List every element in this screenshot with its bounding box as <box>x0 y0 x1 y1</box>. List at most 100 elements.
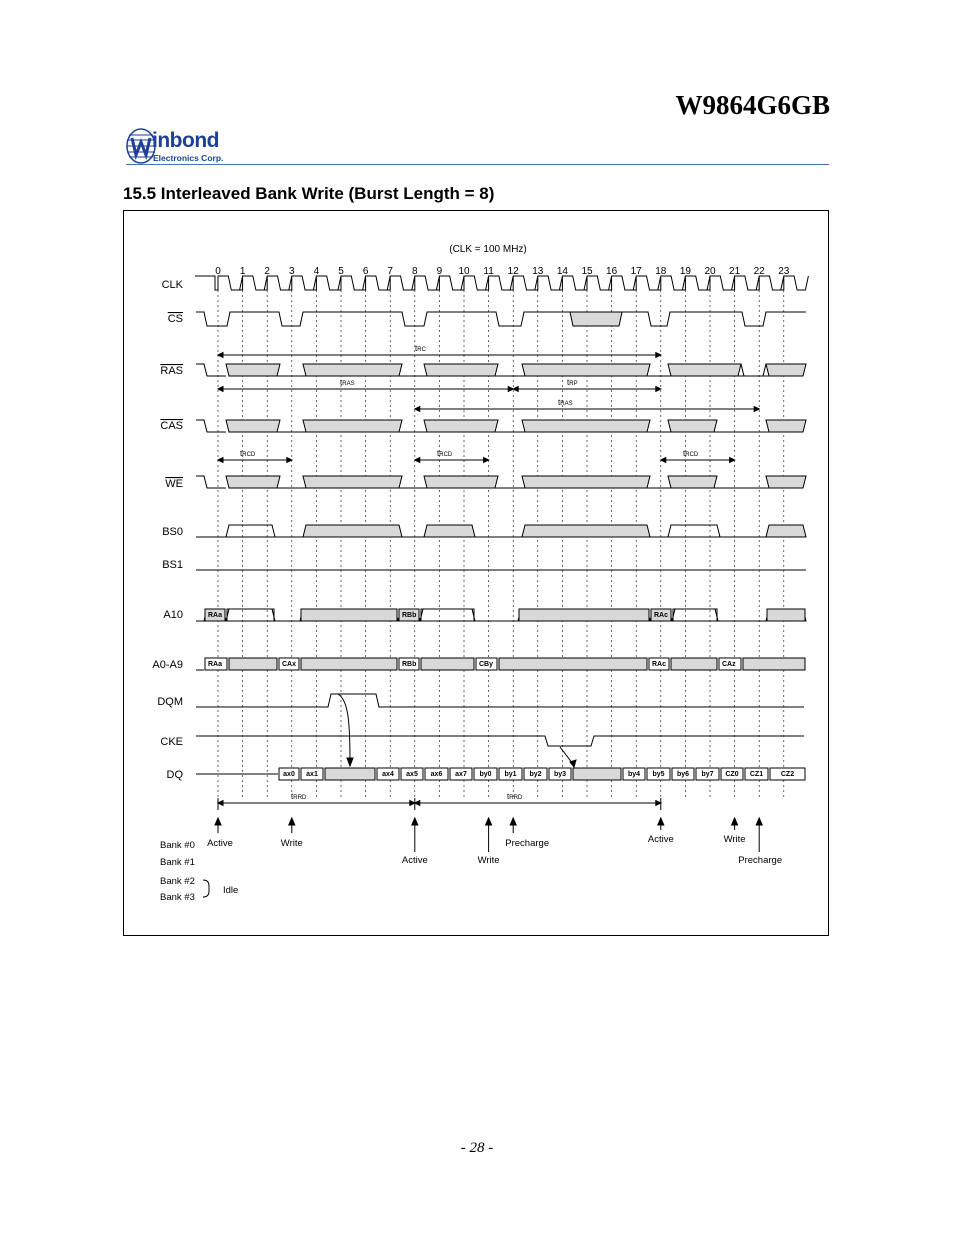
a10-box <box>766 608 806 622</box>
trrd-arrow-2-head-right <box>655 799 662 807</box>
a10-box <box>204 608 226 622</box>
cas-segment <box>667 419 718 433</box>
dq-slot <box>720 767 744 781</box>
a10-box <box>300 608 398 622</box>
clk-waveform <box>195 275 809 291</box>
trcd-arrow-3-label: tRCD <box>683 449 699 458</box>
dq-label-by1: by1 <box>504 771 516 778</box>
precharge-2-arrow-head <box>755 816 763 826</box>
trrd-arrow-2-head-left <box>413 799 421 807</box>
a10-segment <box>419 608 476 622</box>
signal-label-a10: A10 <box>163 609 183 621</box>
cke-arrow-head <box>569 759 577 769</box>
trp-arrow-head-left <box>512 385 519 393</box>
cycle-number-10: 10 <box>458 266 470 277</box>
command-write-1: Write <box>281 838 303 849</box>
ras-segment <box>423 363 499 377</box>
dq-label-CZ0: CZ0 <box>725 771 738 778</box>
command-precharge-2: Precharge <box>738 855 782 866</box>
cke-suspend-arrow <box>559 746 574 765</box>
logo-subtitle: Electronics Corp. <box>153 153 224 163</box>
active-3-arrow-head <box>657 816 665 826</box>
tras-arrow-b-label: tRAS <box>558 398 573 407</box>
bank-2-label: Bank #2 <box>160 876 195 887</box>
cas-segment <box>521 419 651 433</box>
a10-box <box>226 608 275 622</box>
precharge-1-arrow-head <box>509 816 517 826</box>
tras-arrow-b-head-right <box>753 405 761 413</box>
dq-label-by2: by2 <box>529 771 541 778</box>
addr-box <box>742 657 806 671</box>
dqm-mask-arrow <box>337 693 351 763</box>
cycle-number-16: 16 <box>606 266 618 277</box>
signal-label-a0a9: A0-A9 <box>152 659 183 671</box>
trrd-arrow-1-head-right <box>409 799 416 807</box>
addr-label-CBy: CBy <box>479 661 493 668</box>
ras-waveform <box>196 363 226 377</box>
dqm-arrow-head <box>346 757 354 768</box>
dq-label-by0: by0 <box>479 771 491 778</box>
write-1-arrow-head <box>288 816 296 826</box>
tras-arrow-a-head-right <box>507 385 515 393</box>
cas-segment <box>423 419 499 433</box>
dq-label-by7: by7 <box>701 771 713 778</box>
command-active-1: Active <box>207 838 233 849</box>
cycle-number-0: 0 <box>215 266 221 277</box>
trc-arrow-head-right <box>655 351 662 359</box>
cycle-number-8: 8 <box>412 266 418 277</box>
dq-label-ax4: ax4 <box>382 771 394 778</box>
dq-label-by3: by3 <box>554 771 566 778</box>
a10-segment <box>671 608 719 622</box>
signal-label-cas: CAS <box>160 420 183 432</box>
trcd-arrow-3-head-left <box>659 456 667 464</box>
trc-arrow-head-left <box>216 351 224 359</box>
dq-label-ax7: ax7 <box>455 771 467 778</box>
cycle-number-22: 22 <box>754 266 766 277</box>
signal-label-clk: CLK <box>162 279 184 291</box>
signal-label-bs1: BS1 <box>162 559 183 571</box>
logo-wordmark: inbond <box>152 129 219 152</box>
cycle-number-4: 4 <box>314 266 320 277</box>
signal-label-bs0: BS0 <box>162 526 183 538</box>
we-segment <box>521 475 651 489</box>
addr-label-RAa: RAa <box>208 661 222 668</box>
cycle-number-1: 1 <box>240 266 246 277</box>
dq-slot <box>300 767 324 781</box>
cas-segment <box>225 419 281 433</box>
addr-label-RAc: RAc <box>652 661 666 668</box>
bank-0-label: Bank #0 <box>160 840 195 851</box>
we-waveform <box>196 475 226 489</box>
dq-slot <box>572 767 622 781</box>
dq-slot <box>498 767 523 781</box>
cas-segment <box>765 419 807 433</box>
a10-box <box>518 608 650 622</box>
dq-label-ax1: ax1 <box>306 771 318 778</box>
dq-slot <box>376 767 400 781</box>
dq-slot <box>671 767 695 781</box>
a10-box <box>672 608 718 622</box>
addr-box <box>228 657 278 671</box>
active-1-arrow-head <box>214 816 222 826</box>
bs0-segment <box>765 524 807 538</box>
addr-box <box>648 657 670 671</box>
bank-1-label: Bank #1 <box>160 857 195 868</box>
dq-slot <box>769 767 806 781</box>
dq-label-ax6: ax6 <box>431 771 443 778</box>
bs0-segment <box>667 524 721 538</box>
dq-slot <box>622 767 646 781</box>
cycle-number-13: 13 <box>532 266 544 277</box>
dq-slot <box>548 767 572 781</box>
idle-brace <box>202 879 210 898</box>
cycle-number-3: 3 <box>289 266 295 277</box>
addr-box <box>278 657 300 671</box>
idle-label: Idle <box>223 885 238 896</box>
trrd-arrow-1-head-left <box>216 799 224 807</box>
cycle-number-15: 15 <box>581 266 593 277</box>
tras-arrow-a-label: tRAS <box>340 378 355 387</box>
ras-segment <box>225 363 281 377</box>
dq-slot <box>278 767 300 781</box>
cycle-number-11: 11 <box>483 266 494 277</box>
trrd-arrow-1-label: tRRD <box>291 792 307 801</box>
bs0-segment <box>302 524 403 538</box>
